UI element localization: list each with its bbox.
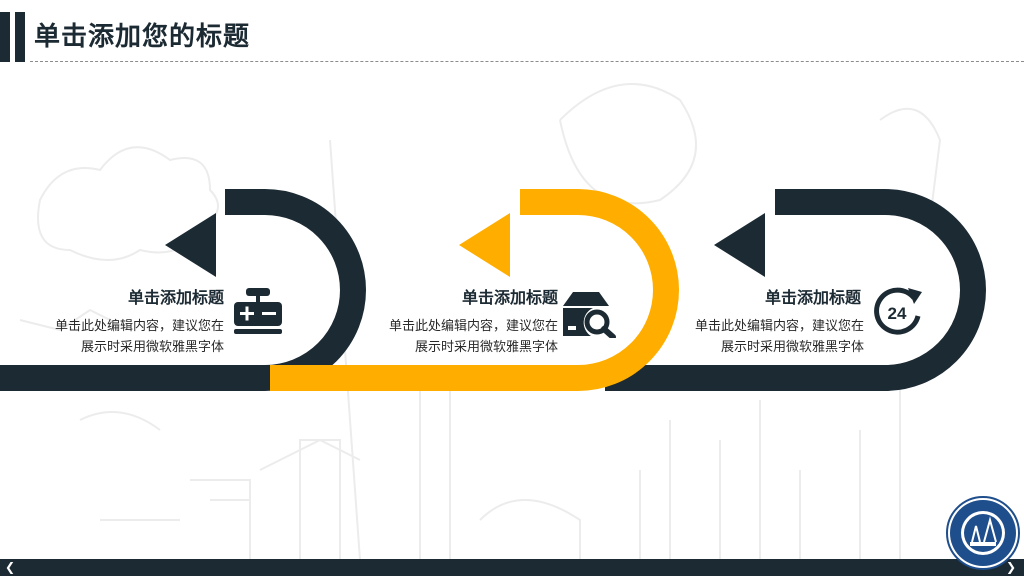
step-2-description[interactable]: 单击此处编辑内容，建议您在 展示时采用微软雅黑字体 [344, 316, 558, 358]
university-seal-logo [946, 496, 1020, 570]
arrow-head-3 [714, 213, 765, 277]
footer-bar [0, 559, 1024, 576]
step-3-heading[interactable]: 单击添加标题 [764, 288, 861, 307]
24-hour-icon: 24 [874, 287, 922, 335]
box-search-icon [563, 292, 616, 338]
title-accent-bar [15, 12, 25, 62]
scale-icon [234, 288, 282, 334]
u-turn-arrow-3 [605, 189, 986, 391]
page-title[interactable]: 单击添加您的标题 [34, 22, 251, 52]
step-2-heading[interactable]: 单击添加标题 [461, 288, 558, 307]
title-accent-bar [0, 12, 10, 62]
step-2-desc-line: 展示时采用微软雅黑字体 [414, 340, 558, 355]
step-1-desc-line: 展示时采用微软雅黑字体 [80, 340, 224, 355]
next-slide-button[interactable]: ❯ [1006, 560, 1017, 574]
arrow-head-2 [459, 213, 510, 277]
step-1-description[interactable]: 单击此处编辑内容，建议您在 展示时采用微软雅黑字体 [10, 316, 224, 358]
24-hour-label: 24 [888, 304, 907, 323]
step-1-heading[interactable]: 单击添加标题 [127, 288, 224, 307]
step-3-desc-line: 展示时采用微软雅黑字体 [720, 340, 864, 355]
step-2-desc-line: 单击此处编辑内容，建议您在 [388, 319, 558, 334]
previous-slide-button[interactable]: ❮ [5, 560, 16, 574]
arrow-head-1 [165, 213, 216, 277]
title-divider [30, 61, 1024, 62]
step-3-description[interactable]: 单击此处编辑内容，建议您在 展示时采用微软雅黑字体 [650, 316, 864, 358]
u-turn-arrow-2 [270, 189, 679, 391]
step-1-desc-line: 单击此处编辑内容，建议您在 [54, 319, 224, 334]
step-3-desc-line: 单击此处编辑内容，建议您在 [694, 319, 864, 334]
